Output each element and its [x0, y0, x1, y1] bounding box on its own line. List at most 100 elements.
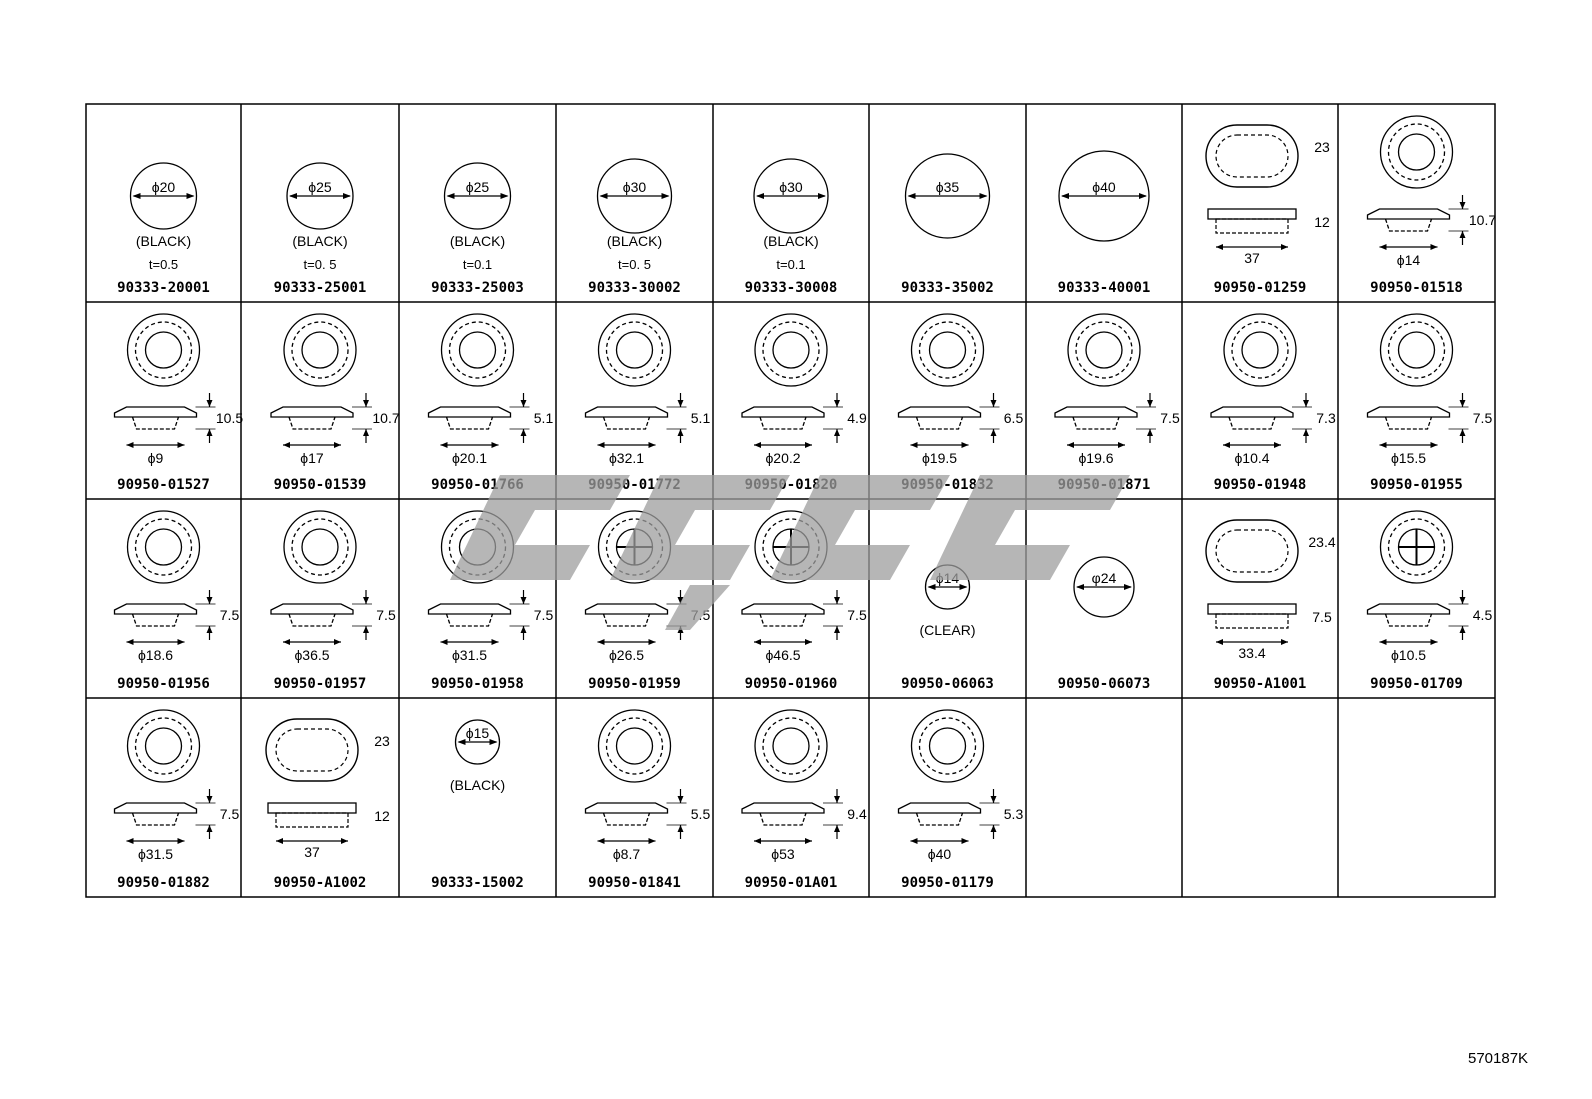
circle-outline [605, 321, 664, 379]
circle-outline [144, 727, 183, 765]
circle-outline [1058, 150, 1150, 242]
arrowhead [1281, 639, 1288, 645]
grommet-body [759, 416, 807, 430]
color-note: (BLACK) [136, 233, 191, 249]
arrowhead [1459, 597, 1466, 604]
arrowhead [990, 429, 997, 436]
thickness-note: t=0.1 [776, 257, 805, 272]
thickness-note: t=0.1 [463, 257, 492, 272]
arrowhead [1303, 429, 1309, 436]
part-number: 90950-06063 [901, 676, 994, 692]
diameter-label: ϕ10.4 [1234, 450, 1269, 466]
grommet-body [131, 416, 180, 430]
part-number: 90950-01820 [745, 477, 838, 493]
oval-grommet-inner [1215, 529, 1289, 573]
arrowhead [677, 796, 684, 803]
arrowhead [1118, 442, 1125, 448]
circle-outline [772, 727, 810, 765]
arrowhead [1459, 400, 1466, 407]
grommet-flange [270, 603, 354, 615]
arrowhead [907, 193, 916, 199]
part-number: 90950-06073 [1058, 676, 1151, 692]
arrowhead [961, 838, 969, 844]
circle-outline [1397, 133, 1436, 171]
arrowhead [126, 838, 134, 844]
oval-grommet-inner [1215, 134, 1289, 178]
part-cell-90950-06063: ϕ14(CLEAR)90950-06063 [901, 564, 994, 692]
grommet-body [915, 812, 964, 826]
oval-section-body [1215, 218, 1289, 234]
arrowhead [754, 442, 761, 448]
arrowhead [990, 825, 997, 832]
arrowhead [343, 193, 351, 199]
circle-outline [458, 528, 497, 566]
arrowhead [132, 193, 141, 199]
circle-outline [762, 321, 820, 379]
part-number: 90950-01959 [588, 676, 681, 692]
height-label: 23 [1314, 139, 1330, 155]
part-number: 90950-01709 [1370, 676, 1463, 692]
depth-label: 12 [1314, 214, 1330, 230]
arrowhead [1379, 639, 1387, 645]
circle-outline [283, 510, 357, 584]
grommet-flange [1054, 406, 1138, 418]
arrowhead [1216, 244, 1223, 250]
arrowhead [177, 838, 185, 844]
part-number: 90950-01960 [745, 676, 838, 692]
circle-outline [134, 717, 193, 775]
arrowhead [677, 626, 684, 633]
grommet-flange [427, 603, 512, 615]
circle-outline [918, 321, 977, 379]
grommet-flange [113, 406, 198, 418]
arrowhead [1124, 584, 1132, 590]
arrowhead [283, 442, 290, 448]
grommet-flange [741, 802, 825, 814]
arrowhead [1303, 400, 1309, 407]
arrowhead [491, 639, 499, 645]
circle-outline [910, 313, 985, 387]
arrowhead [648, 838, 656, 844]
arrowhead [520, 597, 527, 604]
arrowhead [206, 429, 213, 436]
part-number: 90950-01518 [1370, 280, 1463, 296]
height-label: 7.5 [691, 607, 711, 623]
height-label: 7.5 [376, 607, 396, 623]
grommet-body [602, 812, 651, 826]
arrowhead [677, 400, 684, 407]
arrowhead [1379, 442, 1387, 448]
arrowhead [1147, 400, 1153, 407]
grommet-flange [741, 603, 825, 615]
grommet-flange [113, 603, 198, 615]
circle-outline [283, 313, 357, 387]
arrowhead [910, 838, 918, 844]
height-label: 5.1 [534, 410, 554, 426]
arrowhead [1430, 639, 1438, 645]
part-number: 90950-01948 [1214, 477, 1307, 493]
part-number: 90333-15002 [431, 875, 524, 891]
circle-outline [1379, 313, 1454, 387]
circle-outline [129, 162, 198, 230]
grommet-flange [1366, 406, 1451, 418]
diameter-label: ϕ31.5 [138, 846, 173, 862]
circle-outline [1379, 510, 1454, 584]
oval-section-body [1215, 613, 1289, 629]
arrowhead [834, 400, 840, 407]
part-number: 90950-A1001 [1214, 676, 1307, 692]
diameter-label: ϕ8.7 [613, 846, 641, 862]
grommet-body [1384, 613, 1433, 627]
height-label: 10.7 [1469, 212, 1496, 228]
circle-outline [928, 727, 967, 765]
arrowhead [990, 796, 997, 803]
height-label: 10.5 [216, 410, 243, 426]
arrowhead [334, 442, 341, 448]
